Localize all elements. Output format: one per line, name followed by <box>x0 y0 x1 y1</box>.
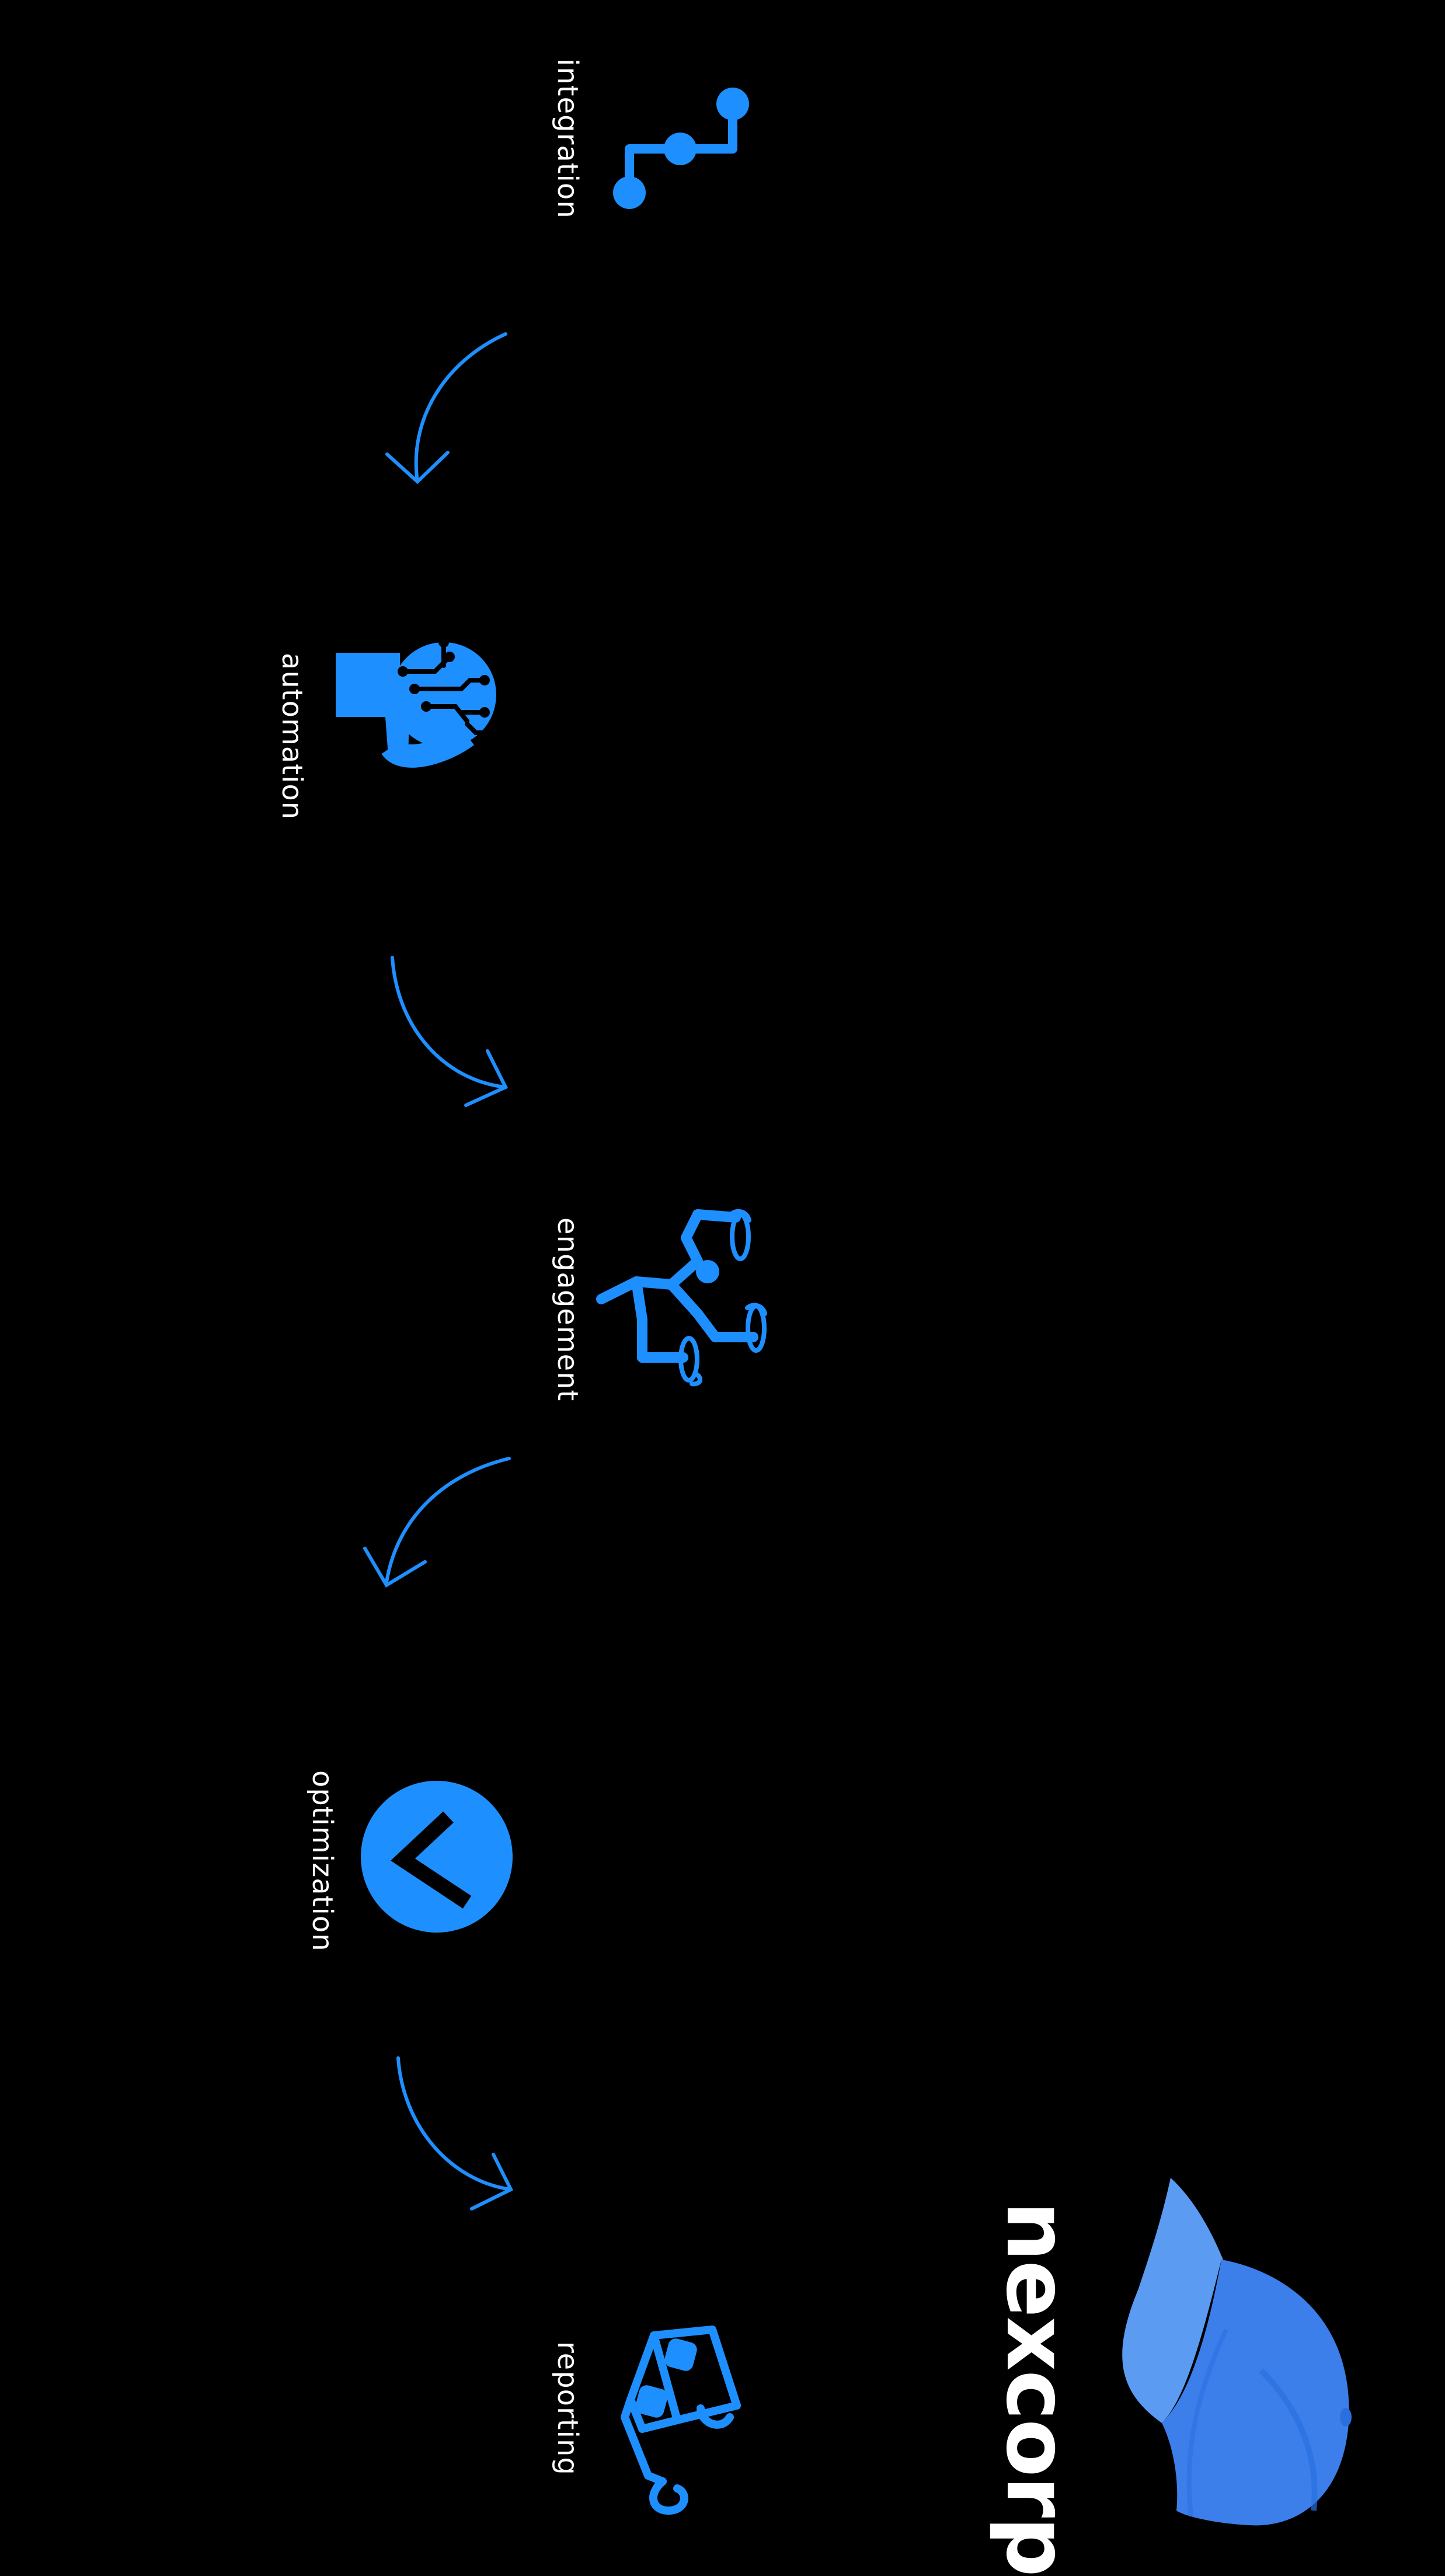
step-label-automation: automation <box>276 653 308 820</box>
dancing-person-icon <box>596 1209 767 1387</box>
chevron-circle-icon <box>361 1781 513 1933</box>
cap-icon <box>1122 2178 1352 2526</box>
circuit-path-icon <box>613 88 749 209</box>
vr-headset-icon <box>621 2326 741 2515</box>
flow-arrow-4 <box>396 2056 514 2211</box>
step-label-optimization: optimization <box>306 1770 339 1952</box>
step-label-reporting: reporting <box>551 2341 584 2476</box>
step-label-engagement: engagement <box>551 1217 584 1402</box>
flow-arrow-3 <box>363 1457 511 1588</box>
brand-wordmark: nexcorp <box>987 2201 1086 2576</box>
step-label-integration: integration <box>551 58 584 219</box>
flow-arrow-2 <box>391 956 509 1107</box>
flow-arrow-1 <box>385 332 507 485</box>
ai-head-icon <box>336 637 496 768</box>
